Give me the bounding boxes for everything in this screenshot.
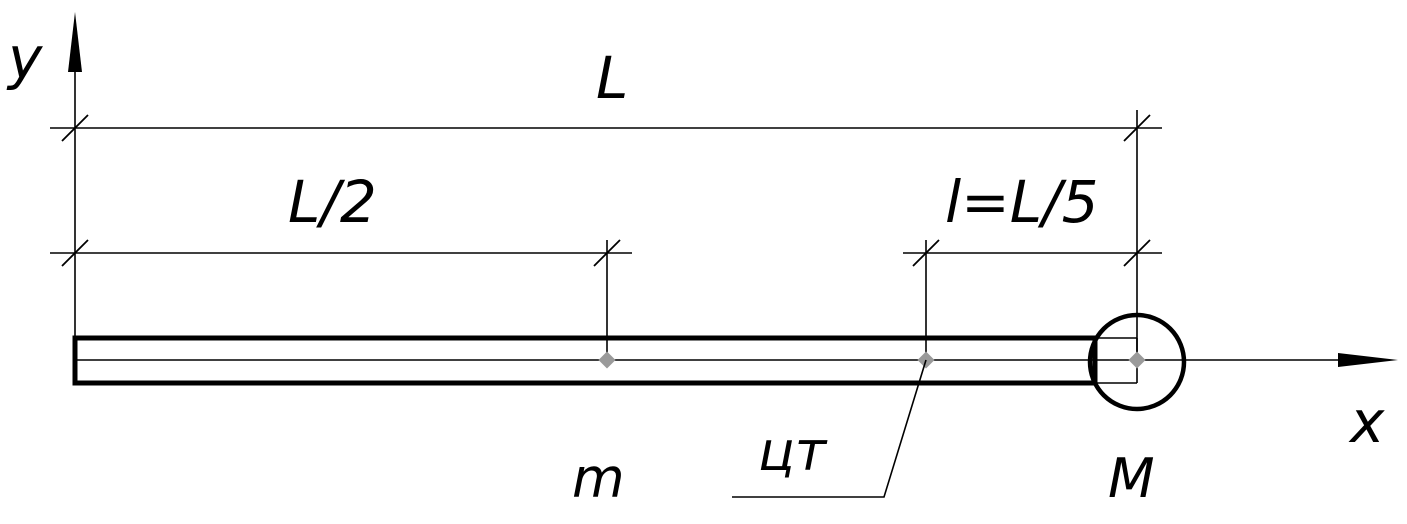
y-axis-arrowhead xyxy=(68,12,82,72)
dimension-half-label: L/2 xyxy=(288,168,377,236)
center-of-mass-leader xyxy=(732,359,927,498)
dimension-short-label: l=L/5 xyxy=(945,168,1098,236)
y-axis-label: y xyxy=(6,24,43,92)
end-mass-label: M xyxy=(1108,447,1155,510)
rod-mass-point xyxy=(598,351,616,369)
extension-lines xyxy=(606,110,1138,360)
dimension-half: L/2 xyxy=(50,168,632,267)
end-mass-point xyxy=(1128,351,1146,369)
dimension-short: l=L/5 xyxy=(903,168,1162,267)
y-axis: y xyxy=(6,12,82,385)
dimension-total-label: L xyxy=(596,44,628,112)
x-axis: x xyxy=(75,353,1398,456)
dimension-total: L xyxy=(50,44,1162,142)
x-axis-arrowhead xyxy=(1338,353,1398,367)
x-axis-label: x xyxy=(1348,388,1385,456)
center-of-mass-label: цт xyxy=(758,420,828,483)
rod-mass-label: m xyxy=(572,447,625,510)
